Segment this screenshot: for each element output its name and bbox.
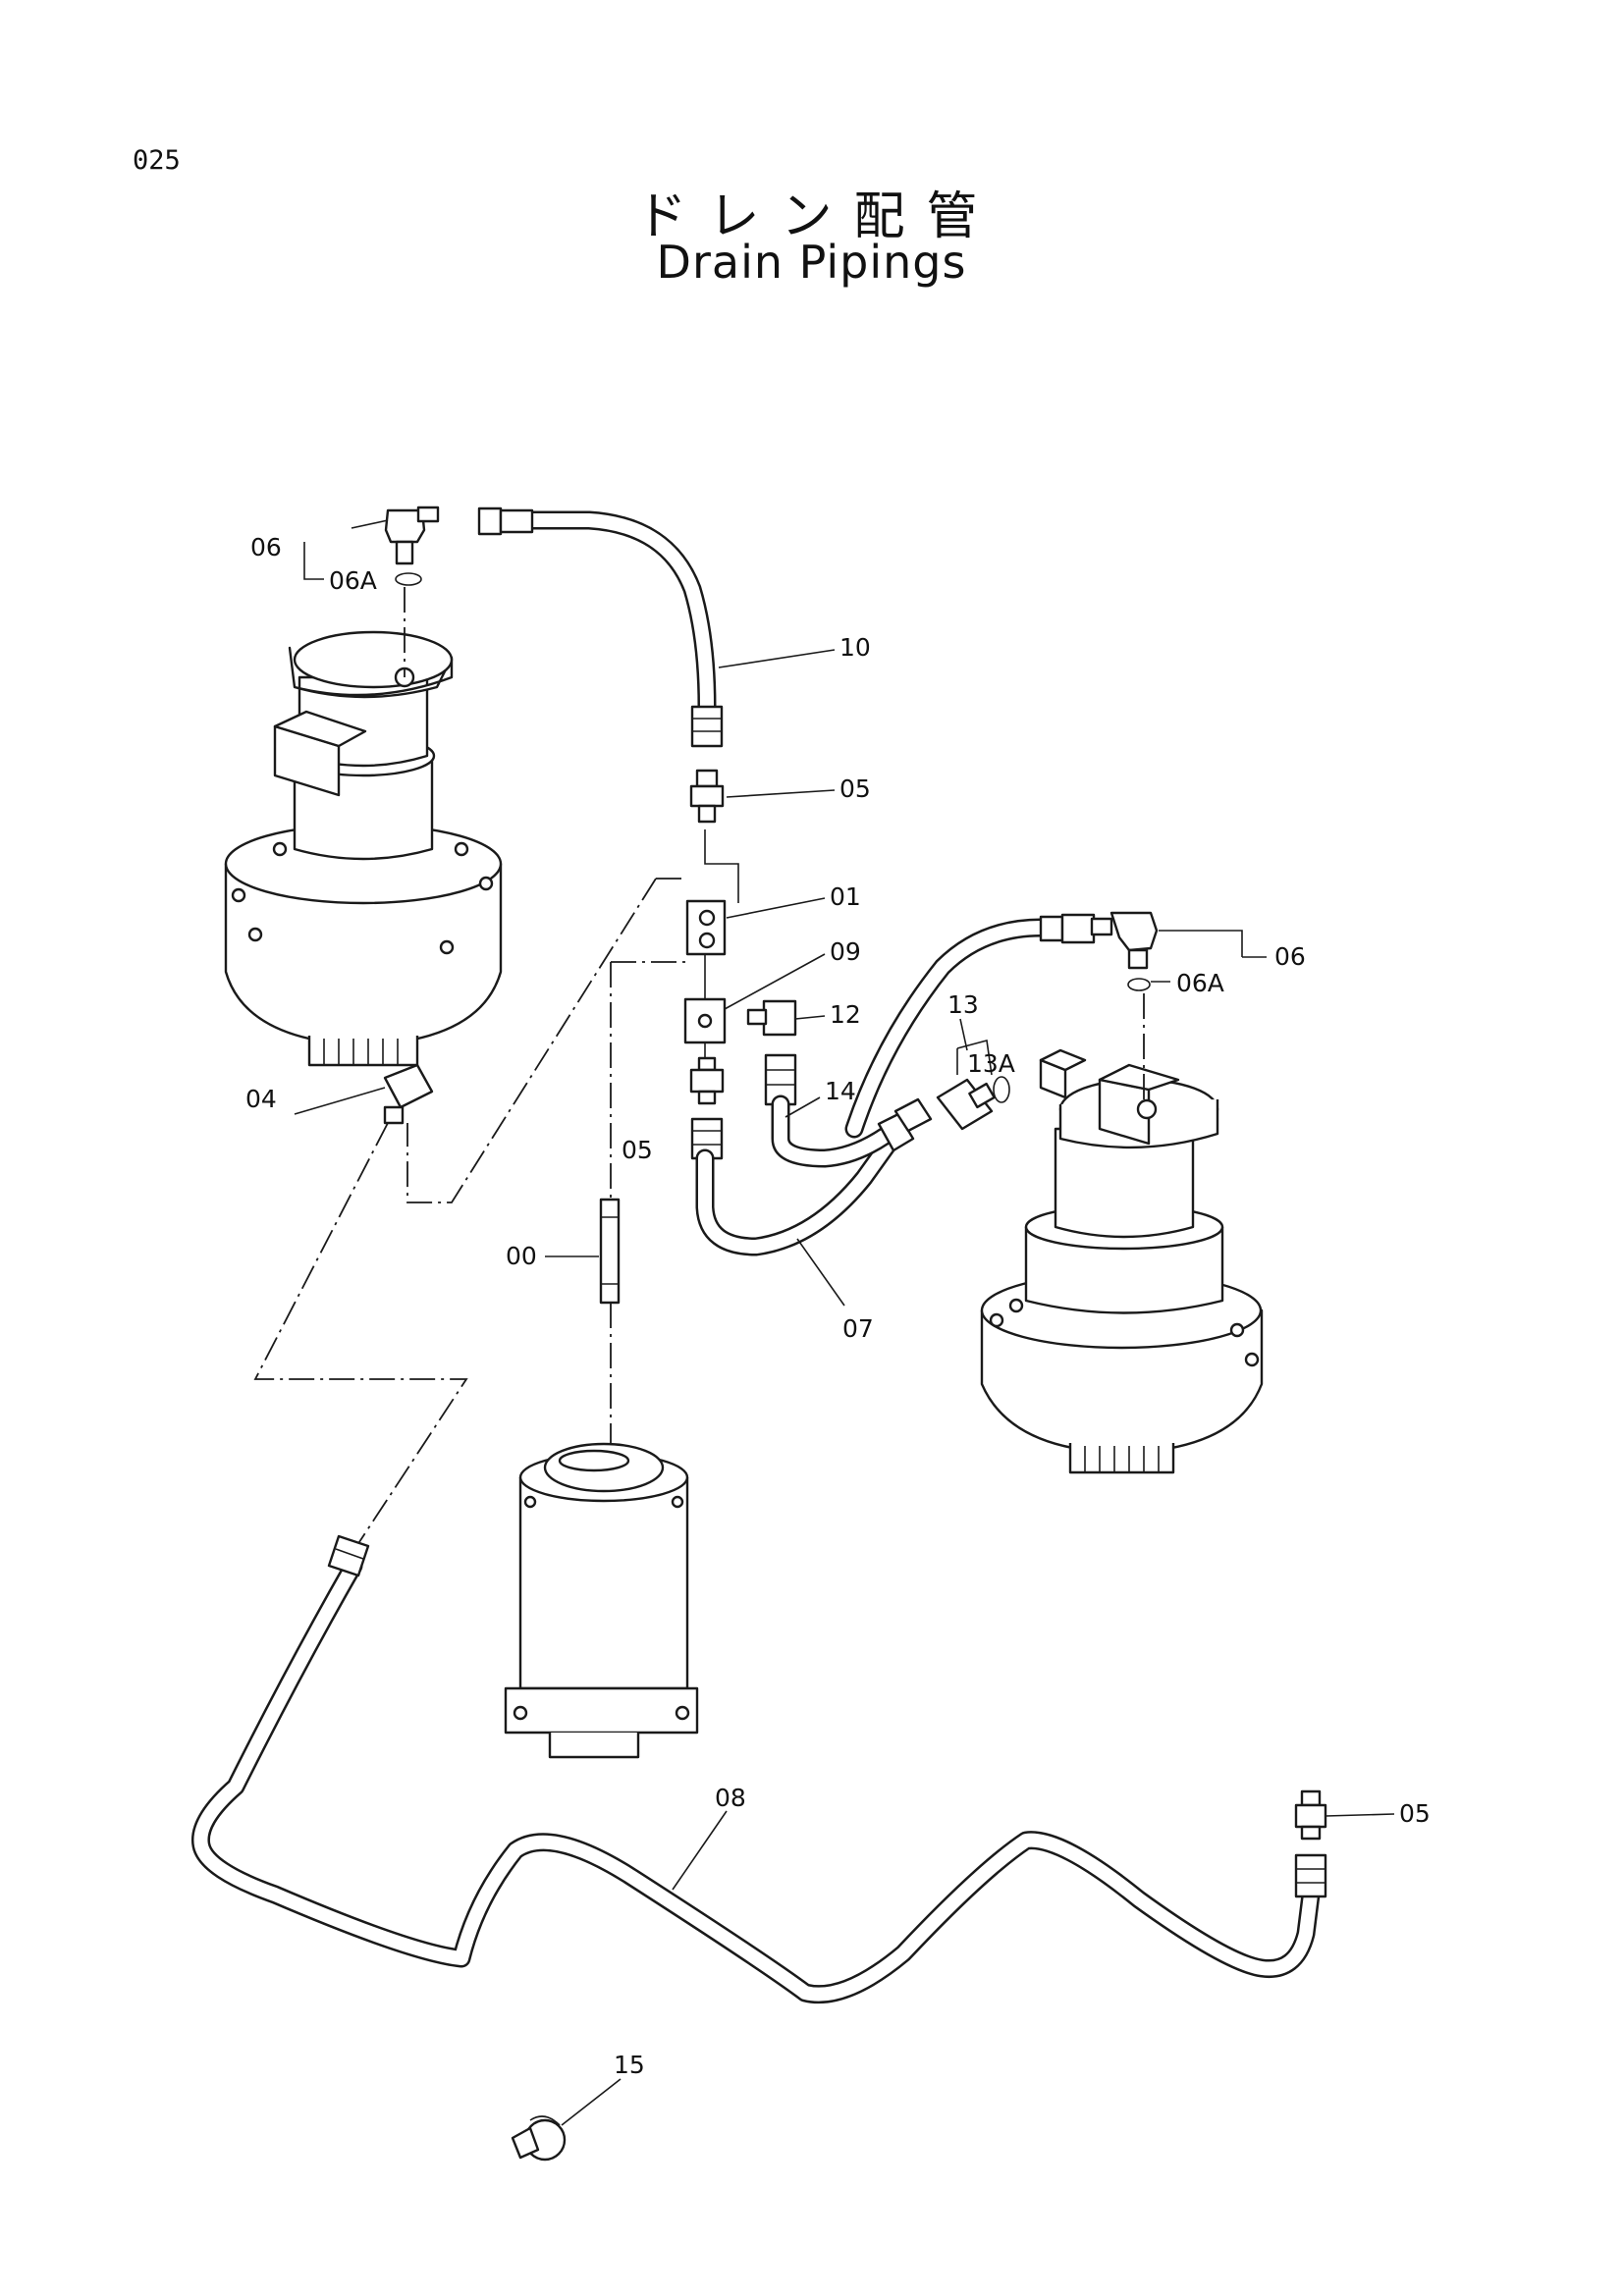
- adapter-05-right: [1294, 1789, 1327, 1841]
- hose-07: [690, 1117, 898, 1256]
- callout-08: 08: [715, 1784, 746, 1812]
- callout-06-left: 06: [250, 533, 282, 561]
- page-number: 025: [133, 145, 181, 176]
- callout-00: 00: [506, 1242, 537, 1270]
- left-swing-motor: [224, 630, 503, 1067]
- callout-04: 04: [245, 1085, 277, 1113]
- nipple-00: [599, 1198, 621, 1305]
- callout-01: 01: [830, 882, 861, 911]
- hose-14: [764, 1053, 933, 1168]
- hose-08: [190, 1534, 1327, 2004]
- callout-13a: 13A: [967, 1049, 1015, 1078]
- right-o-ring: [1127, 978, 1151, 991]
- callout-14: 14: [825, 1077, 856, 1105]
- title-english: Drain Pipings: [656, 236, 967, 289]
- hose-10: [477, 507, 724, 748]
- right-elbow-fitting: [1090, 911, 1159, 970]
- o-ring-13a: [993, 1076, 1010, 1103]
- title-japanese: ドレン配管: [635, 187, 1000, 246]
- left-elbow-fitting: [384, 506, 440, 565]
- callout-05-top: 05: [839, 774, 871, 803]
- plug-12: [746, 999, 797, 1037]
- adapter-05-mid: [689, 1056, 725, 1105]
- center-joint: [504, 1442, 699, 1759]
- callout-13: 13: [947, 990, 979, 1019]
- callout-12: 12: [830, 1000, 861, 1029]
- right-swing-motor: [980, 1048, 1264, 1474]
- adapter-05-top: [689, 769, 725, 824]
- tee-01: [685, 899, 727, 956]
- callout-05-right: 05: [1399, 1799, 1431, 1828]
- callout-07: 07: [842, 1314, 874, 1343]
- elbow-04: [383, 1063, 434, 1125]
- callout-06a-right: 06A: [1176, 969, 1224, 997]
- left-o-ring: [395, 572, 422, 586]
- callout-06a-left: 06A: [329, 566, 377, 595]
- clamp-15: [511, 2115, 567, 2162]
- callout-09: 09: [830, 937, 861, 966]
- callout-10: 10: [839, 633, 871, 662]
- callout-06-right: 06: [1274, 942, 1306, 971]
- fitting-13: [936, 1078, 996, 1131]
- callout-05-mid: 05: [622, 1136, 653, 1164]
- callout-15: 15: [614, 2051, 645, 2079]
- block-09: [683, 997, 727, 1044]
